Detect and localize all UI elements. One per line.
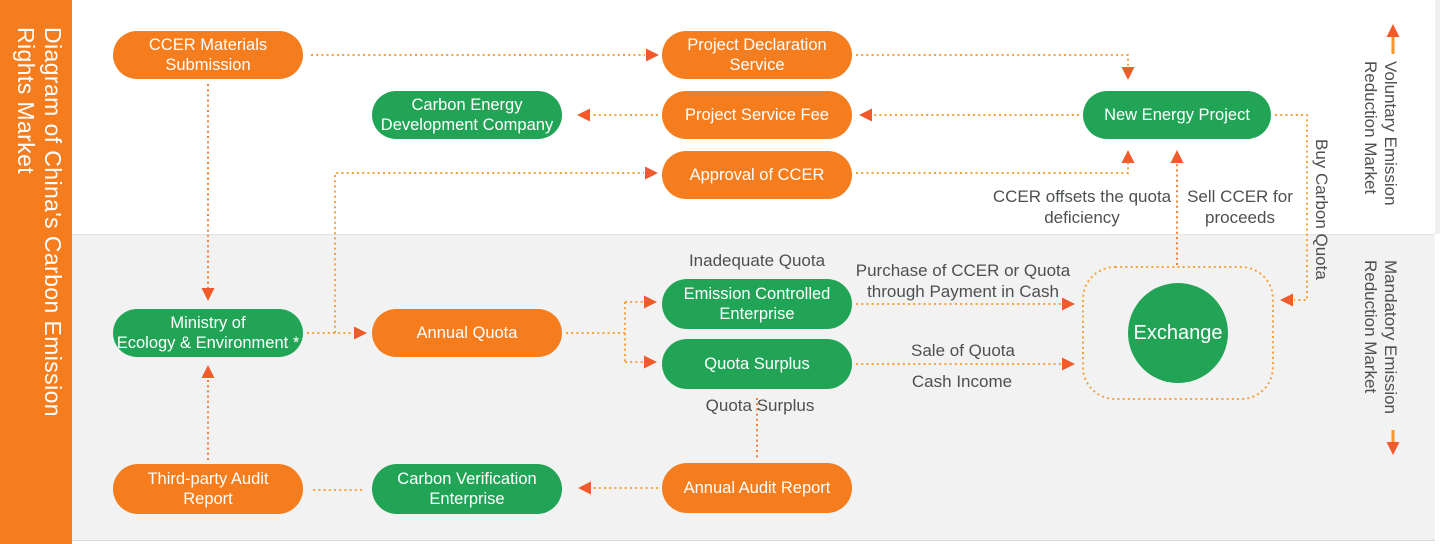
label-sale-of-quota: Sale of Quota [911, 341, 1015, 360]
sidebar-title-bar: Diagram of China's Carbon Emission Right… [0, 0, 72, 544]
label-cash-income: Cash Income [911, 372, 1013, 391]
node-label: Annual Audit Report [683, 479, 831, 497]
label-purchase-of-ccer: Purchase of CCER or Quota through Paymen… [855, 261, 1071, 301]
node-new-energy-project: New Energy Project [1083, 91, 1271, 139]
node-label: New Energy Project [1104, 106, 1250, 124]
arrowhead-into-servicefee [859, 108, 872, 122]
node-ministry-of-ecology-environment: Ministry of Ecology & Environment * [113, 309, 303, 357]
node-annual-audit-report: Annual Audit Report [662, 463, 852, 513]
voluntary-up-arrow-icon [1386, 24, 1400, 54]
node-label: Exchange [1133, 321, 1223, 344]
arrowhead-into-approval [645, 166, 658, 180]
node-label: Project Service Fee [685, 106, 829, 124]
node-quota-surplus: Quota Surplus [662, 339, 852, 389]
node-emission-controlled-enterprise: Emission Controlled Enterprise [662, 279, 852, 329]
node-carbon-verification-enterprise: Carbon Verification Enterprise [372, 464, 562, 514]
right-edge-strip-bottom [1435, 234, 1440, 541]
label-mandatory-market: Mandatory Emission Reduction Market [1361, 260, 1400, 415]
node-label: Ministry of Ecology & Environment * [116, 314, 300, 352]
node-project-declaration-service: Project Declaration Service [662, 31, 852, 79]
node-label: Project Declaration Service [687, 36, 827, 74]
node-label: Annual Quota [416, 324, 518, 342]
node-label: CCER Materials Submission [148, 36, 268, 74]
node-label: Third-party Audit Report [147, 470, 269, 508]
label-voluntary-market: Voluntary Emission Reduction Market [1361, 61, 1400, 206]
node-annual-quota: Annual Quota [372, 309, 562, 357]
label-quota-surplus: Quota Surplus [705, 396, 815, 415]
connector-approval-to-newenergy [856, 163, 1129, 174]
label-ccer-offsets-deficiency: CCER offsets the quota deficiency [992, 187, 1172, 227]
node-carbon-energy-development-company: Carbon Energy Development Company [372, 91, 562, 139]
label-sell-ccer-for-proceeds: Sell CCER for proceeds [1187, 187, 1293, 227]
node-label: Carbon Verification Enterprise [397, 470, 537, 508]
node-label: Emission Controlled Enterprise [683, 285, 831, 323]
node-label: Approval of CCER [689, 166, 825, 184]
node-ccer-materials-submission: CCER Materials Submission [113, 31, 303, 79]
arrowhead-into-declaration [646, 48, 659, 62]
node-exchange: Exchange [1128, 283, 1228, 383]
connector-declaration-to-newenergy [856, 54, 1129, 66]
node-label: Quota Surplus [704, 355, 810, 373]
diagram-title: Diagram of China's Carbon Emission Right… [13, 27, 66, 417]
arrowhead-offsets-into-newenergy [1121, 150, 1135, 163]
node-project-service-fee: Project Service Fee [662, 91, 852, 139]
label-buy-carbon-quota: Buy Carbon Quota [1312, 139, 1331, 280]
node-third-party-audit-report: Third-party Audit Report [113, 464, 303, 514]
label-inadequate-quota: Inadequate Quota [688, 251, 826, 270]
arrowhead-into-carbonenergy [577, 108, 590, 122]
node-label: Carbon Energy Development Company [380, 96, 554, 134]
right-edge-strip-top [1435, 0, 1440, 234]
arrowhead-into-newenergy-top [1121, 67, 1135, 80]
arrowhead-sell-into-newenergy [1170, 150, 1184, 163]
node-approval-of-ccer: Approval of CCER [662, 151, 852, 199]
